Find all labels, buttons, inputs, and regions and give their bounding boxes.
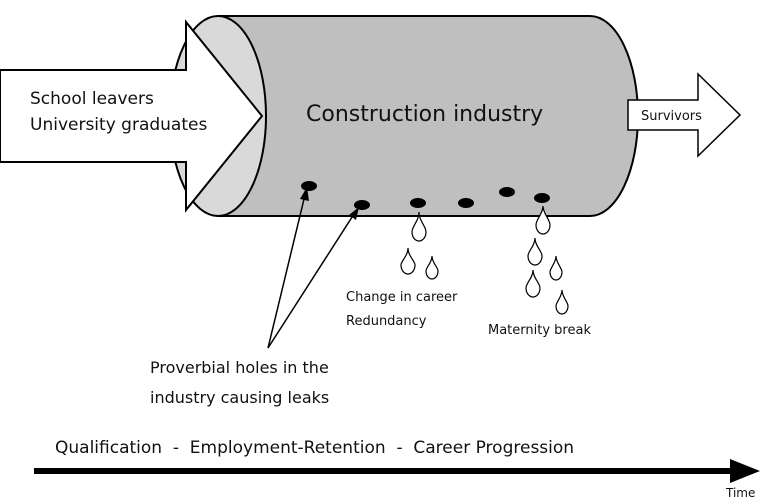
- pipe-hole: [301, 181, 317, 191]
- leak-drop: [549, 255, 563, 281]
- arrowhead: [349, 207, 359, 220]
- pipe-hole: [534, 193, 550, 203]
- pipe-hole: [354, 200, 370, 210]
- leak-drop: [425, 255, 439, 280]
- leak-drop: [555, 289, 569, 315]
- leak-drop: [527, 237, 543, 266]
- time-axis-arrowhead: [730, 459, 760, 483]
- leak-label-maternity-break: Maternity break: [488, 323, 591, 338]
- arrowhead: [300, 187, 309, 201]
- time-axis-label: Time: [725, 486, 755, 500]
- pointer-arrow: [267, 194, 306, 349]
- pipe-hole: [410, 198, 426, 208]
- pointer-arrows: [267, 187, 359, 349]
- pipe-hole: [458, 198, 474, 208]
- leak-label-change-in-career: Change in career: [346, 290, 458, 305]
- leak-drop: [535, 205, 551, 235]
- pipe-title: Construction industry: [306, 102, 543, 127]
- holes-note-line2: industry causing leaks: [150, 388, 329, 407]
- inflow-arrow: [0, 19, 264, 213]
- leak-drop: [400, 247, 416, 275]
- outflow-arrow: [627, 72, 742, 158]
- outflow-label: Survivors: [641, 109, 702, 124]
- timeline-stages: Qualification - Employment-Retention - C…: [55, 438, 574, 458]
- leak-drop: [525, 269, 541, 298]
- inflow-label-line1: School leavers: [30, 89, 154, 109]
- inflow-label-line2: University graduates: [30, 115, 207, 135]
- pipe-hole: [499, 187, 515, 197]
- leak-label-redundancy: Redundancy: [346, 314, 427, 329]
- pointer-arrow: [267, 213, 355, 349]
- holes-note-line1: Proverbial holes in the: [150, 358, 329, 377]
- leak-drops: [400, 205, 569, 315]
- leak-drop: [411, 211, 427, 242]
